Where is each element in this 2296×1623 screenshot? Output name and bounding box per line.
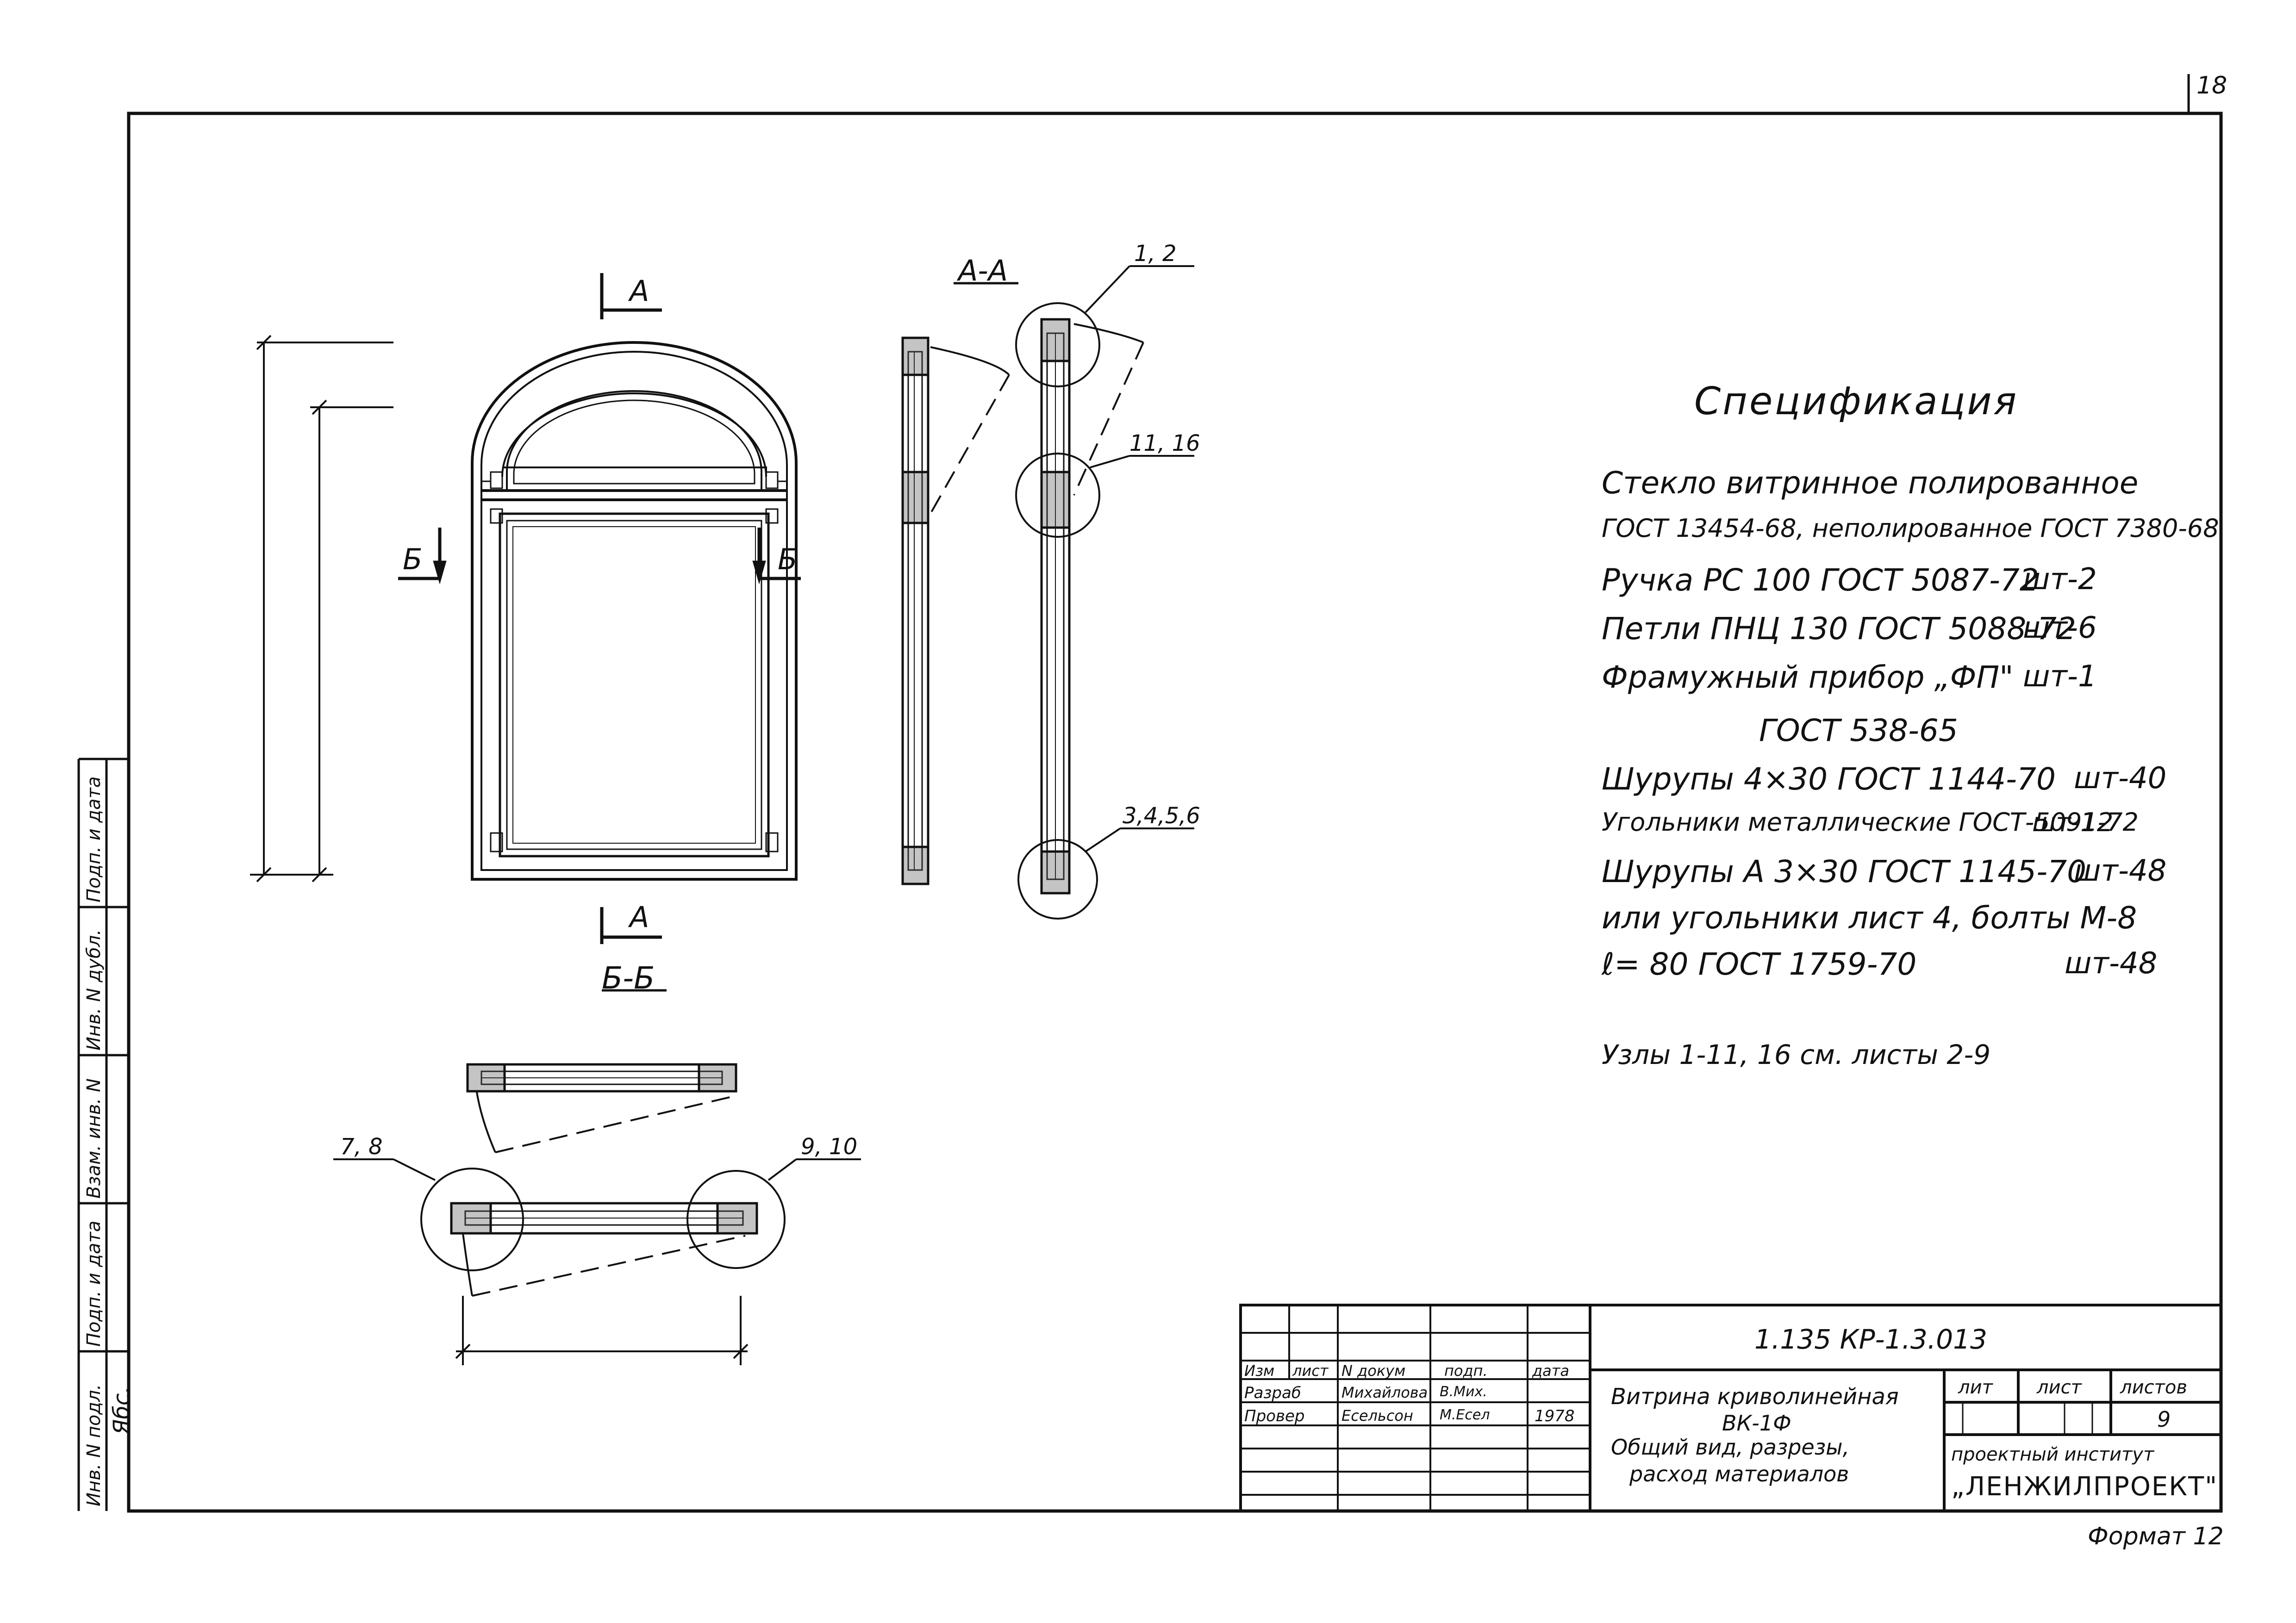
tb-listov-value: 9	[2157, 1407, 2171, 1432]
tb-name-1: Михайлова	[1341, 1384, 1428, 1401]
tb-institute-1: проектный институт	[1951, 1444, 2154, 1465]
tb-name-2: Есельсон	[1341, 1407, 1413, 1424]
sheet-number: 18	[2196, 72, 2227, 99]
cut-label-a-top: А	[630, 274, 649, 308]
spec-line-8: Угольники металлические ГОСТ-5091-72	[1602, 808, 2139, 837]
side-handwritten-mark: Ябс.	[109, 1386, 135, 1435]
spec-nodes-note: Узлы 1-11, 16 см. листы 2-9	[1602, 1039, 1991, 1070]
spec-line-2: ГОСТ 13454-68, неполированное ГОСТ 7380-…	[1602, 514, 2219, 543]
doc-code: 1.135 КР-1.3.013	[1754, 1324, 1987, 1355]
spec-qty-4: шт-6	[2023, 611, 2097, 645]
spec-qty-11: шт-48	[2065, 946, 2158, 981]
tb-header-izm: Изм	[1244, 1362, 1275, 1380]
spec-qty-7: шт-40	[2074, 761, 2167, 796]
spec-qty-9: шт-48	[2074, 854, 2167, 888]
tb-header-podp: подп.	[1444, 1362, 1488, 1380]
spec-line-9: Шурупы А 3×30 ГОСТ 1145-70	[1602, 854, 2087, 889]
spec-line-6: ГОСТ 538-65	[1759, 713, 1958, 748]
callout-1-2: 1, 2	[1134, 241, 1177, 267]
tb-sign-2: М.Есел	[1440, 1407, 1490, 1423]
tb-listov-label: листов	[2120, 1377, 2187, 1398]
detail-circles-aa	[1015, 265, 1194, 920]
callout-11-16: 11, 16	[1129, 430, 1200, 456]
side-stamp-frame	[77, 758, 129, 1511]
callout-9-10: 9, 10	[801, 1134, 858, 1160]
section-aa-title: А-А	[958, 254, 1008, 287]
side-field-podp-data-1: Подп. и дата	[83, 1220, 105, 1347]
section-aa-right-profile	[1040, 318, 1144, 895]
cut-label-b-left: Б	[403, 542, 423, 576]
section-bb-upper-profile	[466, 1063, 737, 1153]
title-block-left-grid	[1241, 1305, 1590, 1511]
tb-header-data: дата	[1532, 1362, 1569, 1380]
spec-line-4: Петли ПНЦ 130 ГОСТ 5088-72	[1602, 611, 2077, 647]
callout-7-8: 7, 8	[340, 1134, 383, 1160]
sheet-frame	[127, 112, 2223, 1513]
spec-line-10: или угольники лист 4, болты М-8	[1602, 900, 2137, 936]
cut-label-a-bottom: А	[630, 900, 649, 934]
spec-qty-5: шт-1	[2023, 659, 2097, 694]
side-field-podp-data-2: Подп. и дата	[83, 776, 105, 902]
tb-date-2: 1978	[1535, 1407, 1575, 1425]
tb-desc-1: Витрина криволинейная	[1611, 1384, 1899, 1410]
section-aa-left-profile	[901, 336, 1010, 885]
section-bb-dimension	[455, 1296, 749, 1365]
side-field-inv-dubl: Инв. N дубл.	[83, 929, 105, 1051]
tb-sign-1: В.Мих.	[1440, 1384, 1487, 1400]
format-note: Формат 12	[2088, 1523, 2224, 1550]
section-bb-lower-profile	[450, 1202, 758, 1297]
title-block-frame	[1239, 1304, 2222, 1512]
side-field-vzam-inv: Взам. инв. N	[83, 1078, 105, 1199]
spec-qty-3: шт-2	[2023, 562, 2097, 597]
tb-role-2: Провер	[1244, 1407, 1305, 1425]
tb-role-1: Разраб	[1244, 1384, 1301, 1402]
tb-list-label: лист	[2037, 1377, 2082, 1398]
tb-header-list: лист	[1292, 1362, 1329, 1380]
tb-desc-2: ВК-1Ф	[1722, 1411, 1791, 1436]
section-cut-markers	[398, 273, 801, 944]
tb-desc-4: расход материалов	[1629, 1461, 1849, 1486]
cut-label-b-right: Б	[778, 542, 798, 576]
spec-line-5: Фрамужный прибор „ФП"	[1602, 659, 2014, 695]
callout-3-4-5-6: 3,4,5,6	[1123, 803, 1200, 829]
specification-title: Спецификация	[1694, 379, 2019, 423]
front-view-window	[471, 341, 798, 881]
spec-line-3: Ручка РС 100 ГОСТ 5087-72	[1602, 562, 2039, 598]
section-bb-title: Б-Б	[602, 960, 655, 996]
side-field-inv-podl: Инв. N подл.	[83, 1384, 105, 1506]
detail-circles-bb	[333, 1158, 861, 1271]
spec-line-11: ℓ= 80 ГОСТ 1759-70	[1602, 946, 1917, 982]
tb-desc-3: Общий вид, разрезы,	[1611, 1435, 1850, 1460]
front-view-dimensions	[250, 335, 393, 883]
spec-line-1: Стекло витринное полированное	[1602, 465, 2139, 501]
tb-header-ndok: N докум	[1341, 1362, 1406, 1380]
tb-institute-2: „ЛЕНЖИЛПРОЕКТ"	[1951, 1472, 2218, 1502]
spec-qty-8: шт-12	[2032, 808, 2114, 838]
spec-line-7: Шурупы 4×30 ГОСТ 1144-70	[1602, 761, 2056, 797]
tb-lit-label: лит	[1958, 1377, 1993, 1398]
